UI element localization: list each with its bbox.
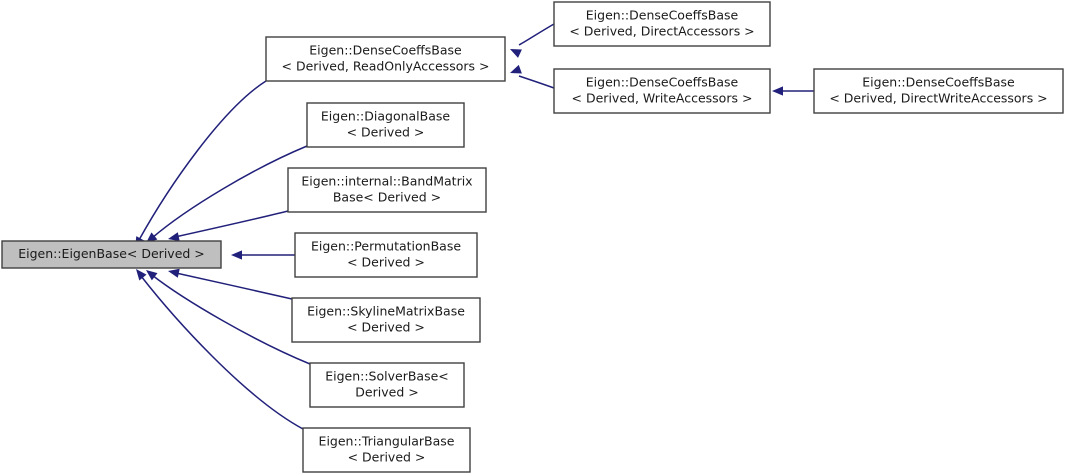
- inheritance-edge: [146, 270, 311, 365]
- node-label-line: Eigen::internal::BandMatrix: [301, 174, 472, 189]
- node-box[interactable]: [553, 68, 771, 114]
- node-box[interactable]: [302, 427, 471, 473]
- node-label-line: < Derived >: [347, 320, 425, 335]
- node-box[interactable]: [553, 1, 771, 47]
- node-label-line: < Derived >: [347, 125, 425, 140]
- node-box[interactable]: [294, 232, 478, 278]
- inheritance-edge: [510, 64, 555, 89]
- inheritance-edge: [168, 268, 293, 300]
- edge-line: [138, 80, 267, 241]
- class-node-densecoeffs-directwrite[interactable]: Eigen::DenseCoeffsBase< Derived, DirectW…: [813, 68, 1064, 114]
- edge-line: [174, 210, 289, 238]
- inheritance-edge: [231, 250, 295, 260]
- edge-line: [151, 145, 308, 239]
- node-box[interactable]: [291, 297, 481, 343]
- node-label-line: < Derived, DirectAccessors >: [569, 24, 754, 39]
- edge-arrowhead-icon: [510, 49, 522, 58]
- inheritance-edge: [135, 80, 267, 248]
- node-label-line: Eigen::DenseCoeffsBase: [586, 75, 739, 90]
- edge-arrowhead-icon: [146, 270, 158, 281]
- node-box[interactable]: [1, 240, 222, 269]
- class-node-eigenbase[interactable]: Eigen::EigenBase< Derived >: [1, 240, 222, 269]
- edge-arrowhead-icon: [772, 86, 783, 96]
- node-label-line: Eigen::SkylineMatrixBase: [307, 304, 465, 319]
- edge-line: [518, 23, 555, 46]
- class-node-densecoeffs-write[interactable]: Eigen::DenseCoeffsBase< Derived, WriteAc…: [553, 68, 771, 114]
- node-label-line: Base< Derived >: [333, 190, 441, 205]
- inheritance-edge: [146, 145, 308, 243]
- node-label-line: Eigen::DenseCoeffsBase: [309, 43, 462, 58]
- node-label-line: Eigen::TriangularBase: [319, 434, 455, 449]
- node-label-line: Eigen::EigenBase< Derived >: [18, 246, 205, 261]
- edge-arrowhead-icon: [168, 232, 180, 242]
- class-node-skylinematrixbase[interactable]: Eigen::SkylineMatrixBase< Derived >: [291, 297, 481, 343]
- edge-line: [518, 75, 555, 89]
- edge-arrowhead-icon: [168, 268, 180, 278]
- node-box[interactable]: [306, 102, 465, 148]
- edge-arrowhead-icon: [231, 250, 242, 260]
- node-box[interactable]: [287, 167, 487, 213]
- edge-arrowhead-icon: [510, 64, 522, 74]
- edge-line: [140, 275, 304, 430]
- node-label-line: Eigen::SolverBase<: [325, 369, 449, 384]
- node-label-line: < Derived, DirectWriteAccessors >: [829, 91, 1047, 106]
- node-label-line: < Derived >: [347, 255, 425, 270]
- class-node-triangularbase[interactable]: Eigen::TriangularBase< Derived >: [302, 427, 471, 473]
- inheritance-edge: [772, 86, 814, 96]
- node-label-line: Eigen::DenseCoeffsBase: [862, 75, 1015, 90]
- node-box[interactable]: [813, 68, 1064, 114]
- class-node-densecoeffs-readonly[interactable]: Eigen::DenseCoeffsBase< Derived, ReadOnl…: [265, 36, 506, 82]
- inheritance-edge: [136, 269, 304, 430]
- node-label-line: Eigen::DenseCoeffsBase: [586, 8, 739, 23]
- node-label-line: < Derived, WriteAccessors >: [572, 91, 753, 106]
- class-node-solverbase[interactable]: Eigen::SolverBase<Derived >: [309, 362, 465, 408]
- edge-arrowhead-icon: [136, 269, 147, 281]
- inheritance-edge: [168, 210, 289, 242]
- class-node-densecoeffs-direct[interactable]: Eigen::DenseCoeffsBase< Derived, DirectA…: [553, 1, 771, 47]
- class-node-diagonalbase[interactable]: Eigen::DiagonalBase< Derived >: [306, 102, 465, 148]
- node-box[interactable]: [265, 36, 506, 82]
- inheritance-edge: [510, 23, 555, 58]
- edge-layer: [135, 23, 814, 430]
- class-node-permutationbase[interactable]: Eigen::PermutationBase< Derived >: [294, 232, 478, 278]
- node-label-line: Derived >: [355, 385, 418, 400]
- node-box[interactable]: [309, 362, 465, 408]
- node-label-line: < Derived, ReadOnlyAccessors >: [282, 59, 490, 74]
- node-label-line: Eigen::PermutationBase: [311, 239, 461, 254]
- node-label-line: Eigen::DiagonalBase: [321, 109, 450, 124]
- edge-line: [151, 274, 311, 365]
- edge-line: [175, 272, 293, 300]
- node-label-line: < Derived >: [348, 450, 426, 465]
